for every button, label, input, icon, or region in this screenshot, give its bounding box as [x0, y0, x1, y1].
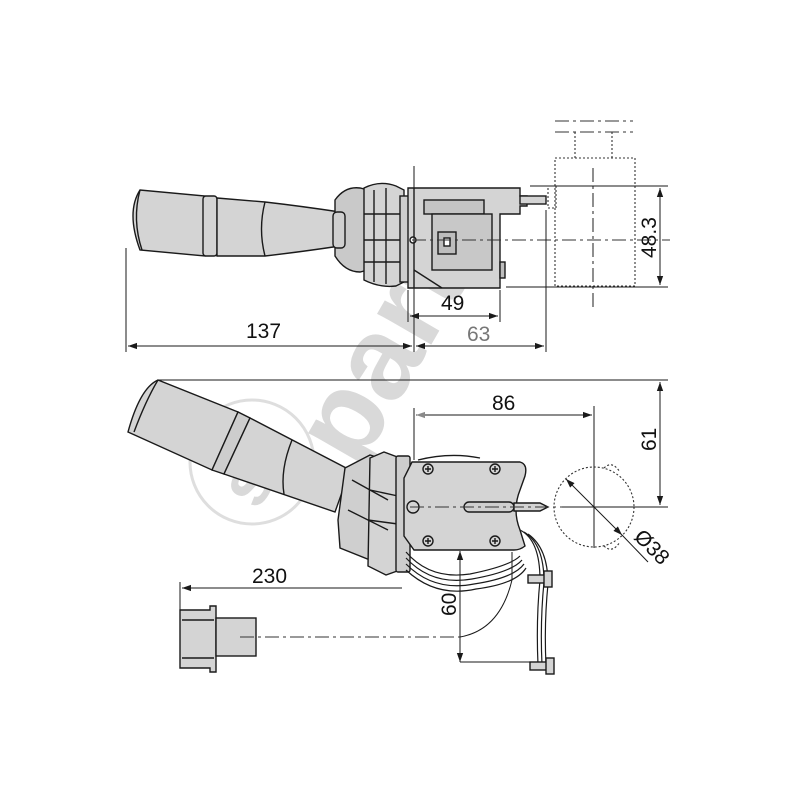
dim-lever-length: 137 — [246, 320, 281, 343]
side-view-dimensions — [158, 379, 668, 663]
stalk-rings-side — [337, 451, 411, 576]
connector-plug — [179, 605, 257, 673]
dim-cable-length: 230 — [252, 565, 287, 588]
cable-tie-upper — [527, 570, 553, 588]
side-view — [127, 379, 555, 675]
cable-tie-lower — [529, 657, 555, 675]
steering-column-phantom-top — [412, 120, 670, 310]
dim-housing-depth: 49 — [441, 292, 464, 315]
dim-cable-drop: 60 — [438, 593, 461, 616]
stalk-rings-top — [332, 182, 413, 288]
top-view — [132, 182, 547, 289]
switch-housing-top — [407, 187, 547, 289]
dim-axis-to-column: 86 — [492, 392, 515, 415]
screw-icon — [489, 463, 501, 475]
top-view-dimensions — [125, 166, 668, 352]
screw-icon — [422, 535, 434, 547]
dim-column-diameter: Ø38 — [629, 525, 673, 569]
lever-top — [132, 189, 341, 257]
dim-lever-height: 61 — [638, 428, 661, 451]
switch-housing-side — [403, 454, 550, 551]
screw-icon — [489, 535, 501, 547]
lever-side — [127, 379, 351, 513]
screw-icon — [422, 463, 434, 475]
dim-mount-depth: 63 — [467, 323, 490, 346]
dim-column-height: 48.3 — [638, 217, 661, 258]
